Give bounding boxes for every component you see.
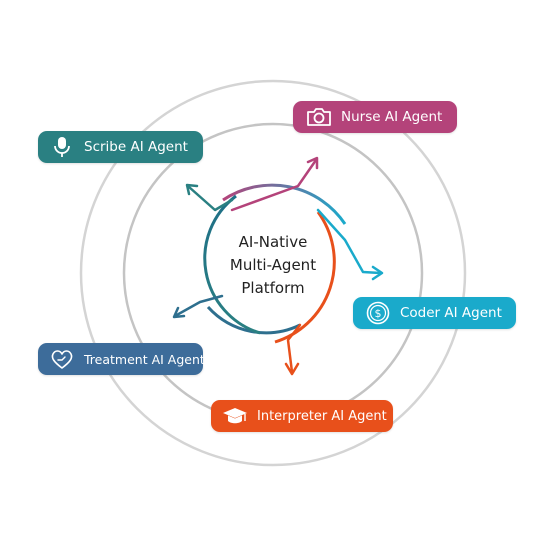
heart-hand-icon <box>48 345 76 373</box>
center-title-line-3: Platform <box>241 279 304 297</box>
interpreter-agent-label: Interpreter AI Agent <box>257 408 387 424</box>
arrow-to-interpreter <box>284 323 302 376</box>
arrow-to-coder <box>316 208 384 281</box>
swirl-arc-treatment-scribe <box>203 194 261 335</box>
center-title-line-2: Multi-Agent <box>230 256 316 274</box>
arrow-to-nurse <box>230 156 319 212</box>
outer-ring <box>79 79 467 467</box>
graduation-cap-icon <box>221 402 249 430</box>
nurse-agent-label: Nurse AI Agent <box>341 109 443 125</box>
scribe-agent-pill[interactable]: Scribe AI Agent <box>38 131 203 163</box>
microphone-icon <box>48 133 76 161</box>
scribe-agent-label: Scribe AI Agent <box>84 139 188 155</box>
interpreter-agent-pill[interactable]: Interpreter AI Agent <box>211 400 393 432</box>
center-title-line-1: AI-Native <box>239 233 308 251</box>
dollar-coin-icon: $ <box>364 299 392 327</box>
treatment-agent-label: Treatment AI Agent <box>84 351 205 367</box>
arrow-to-scribe <box>185 183 234 212</box>
arrow-to-treatment <box>172 294 224 319</box>
swirl-arc-nurse-coder <box>222 183 347 225</box>
coder-agent-pill[interactable]: $ Coder AI Agent <box>353 297 516 329</box>
coder-agent-label: Coder AI Agent <box>400 305 502 321</box>
treatment-agent-pill[interactable]: Treatment AI Agent <box>38 343 205 375</box>
svg-text:$: $ <box>375 307 382 320</box>
nurse-agent-pill[interactable]: Nurse AI Agent <box>293 101 457 133</box>
camera-icon <box>305 103 333 131</box>
swirl-arc-coder-interpreter <box>274 211 336 344</box>
swirl-arc-interpreter-treatment <box>206 305 301 335</box>
